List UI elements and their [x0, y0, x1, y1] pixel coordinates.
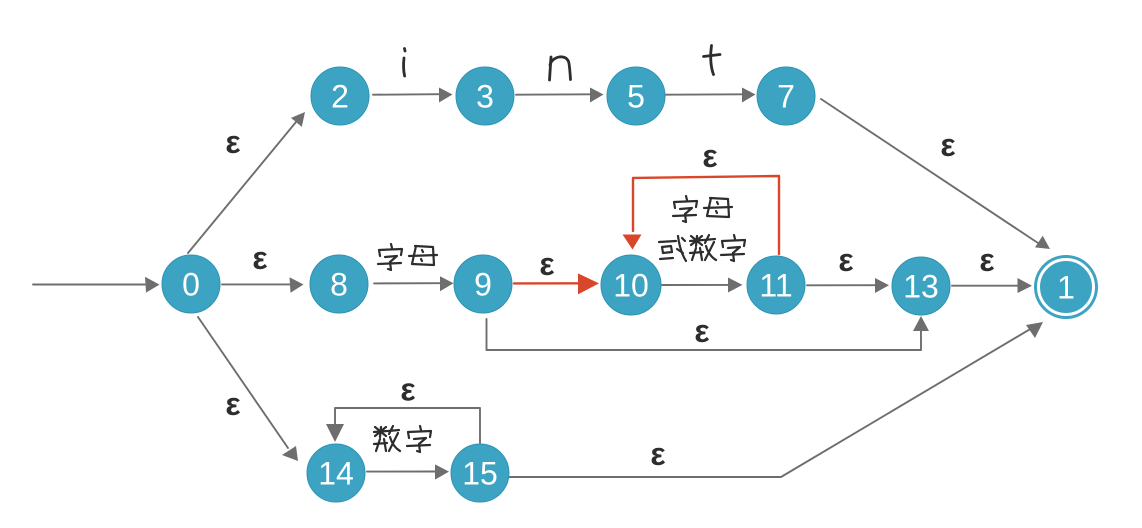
- svg-text:0: 0: [182, 267, 200, 303]
- svg-text:ε: ε: [979, 242, 994, 278]
- svg-text:14: 14: [318, 456, 354, 492]
- svg-text:8: 8: [330, 267, 348, 303]
- svg-text:ε: ε: [225, 124, 240, 160]
- svg-text:1: 1: [1057, 270, 1075, 306]
- svg-text:ε: ε: [650, 436, 665, 472]
- svg-text:ε: ε: [225, 386, 240, 422]
- svg-text:ε: ε: [400, 372, 415, 408]
- svg-text:ε: ε: [539, 246, 554, 282]
- svg-text:ε: ε: [694, 313, 709, 349]
- svg-text:7: 7: [777, 79, 795, 115]
- svg-text:11: 11: [759, 268, 792, 304]
- svg-text:5: 5: [627, 79, 645, 115]
- svg-text:ε: ε: [702, 138, 717, 174]
- svg-text:2: 2: [331, 79, 349, 115]
- svg-text:15: 15: [462, 456, 498, 492]
- svg-text:3: 3: [476, 79, 494, 115]
- svg-text:9: 9: [474, 267, 492, 303]
- svg-text:13: 13: [903, 269, 939, 305]
- svg-text:ε: ε: [940, 127, 955, 163]
- svg-text:ε: ε: [838, 242, 853, 278]
- svg-text:ε: ε: [252, 240, 267, 276]
- svg-text:10: 10: [613, 268, 649, 304]
